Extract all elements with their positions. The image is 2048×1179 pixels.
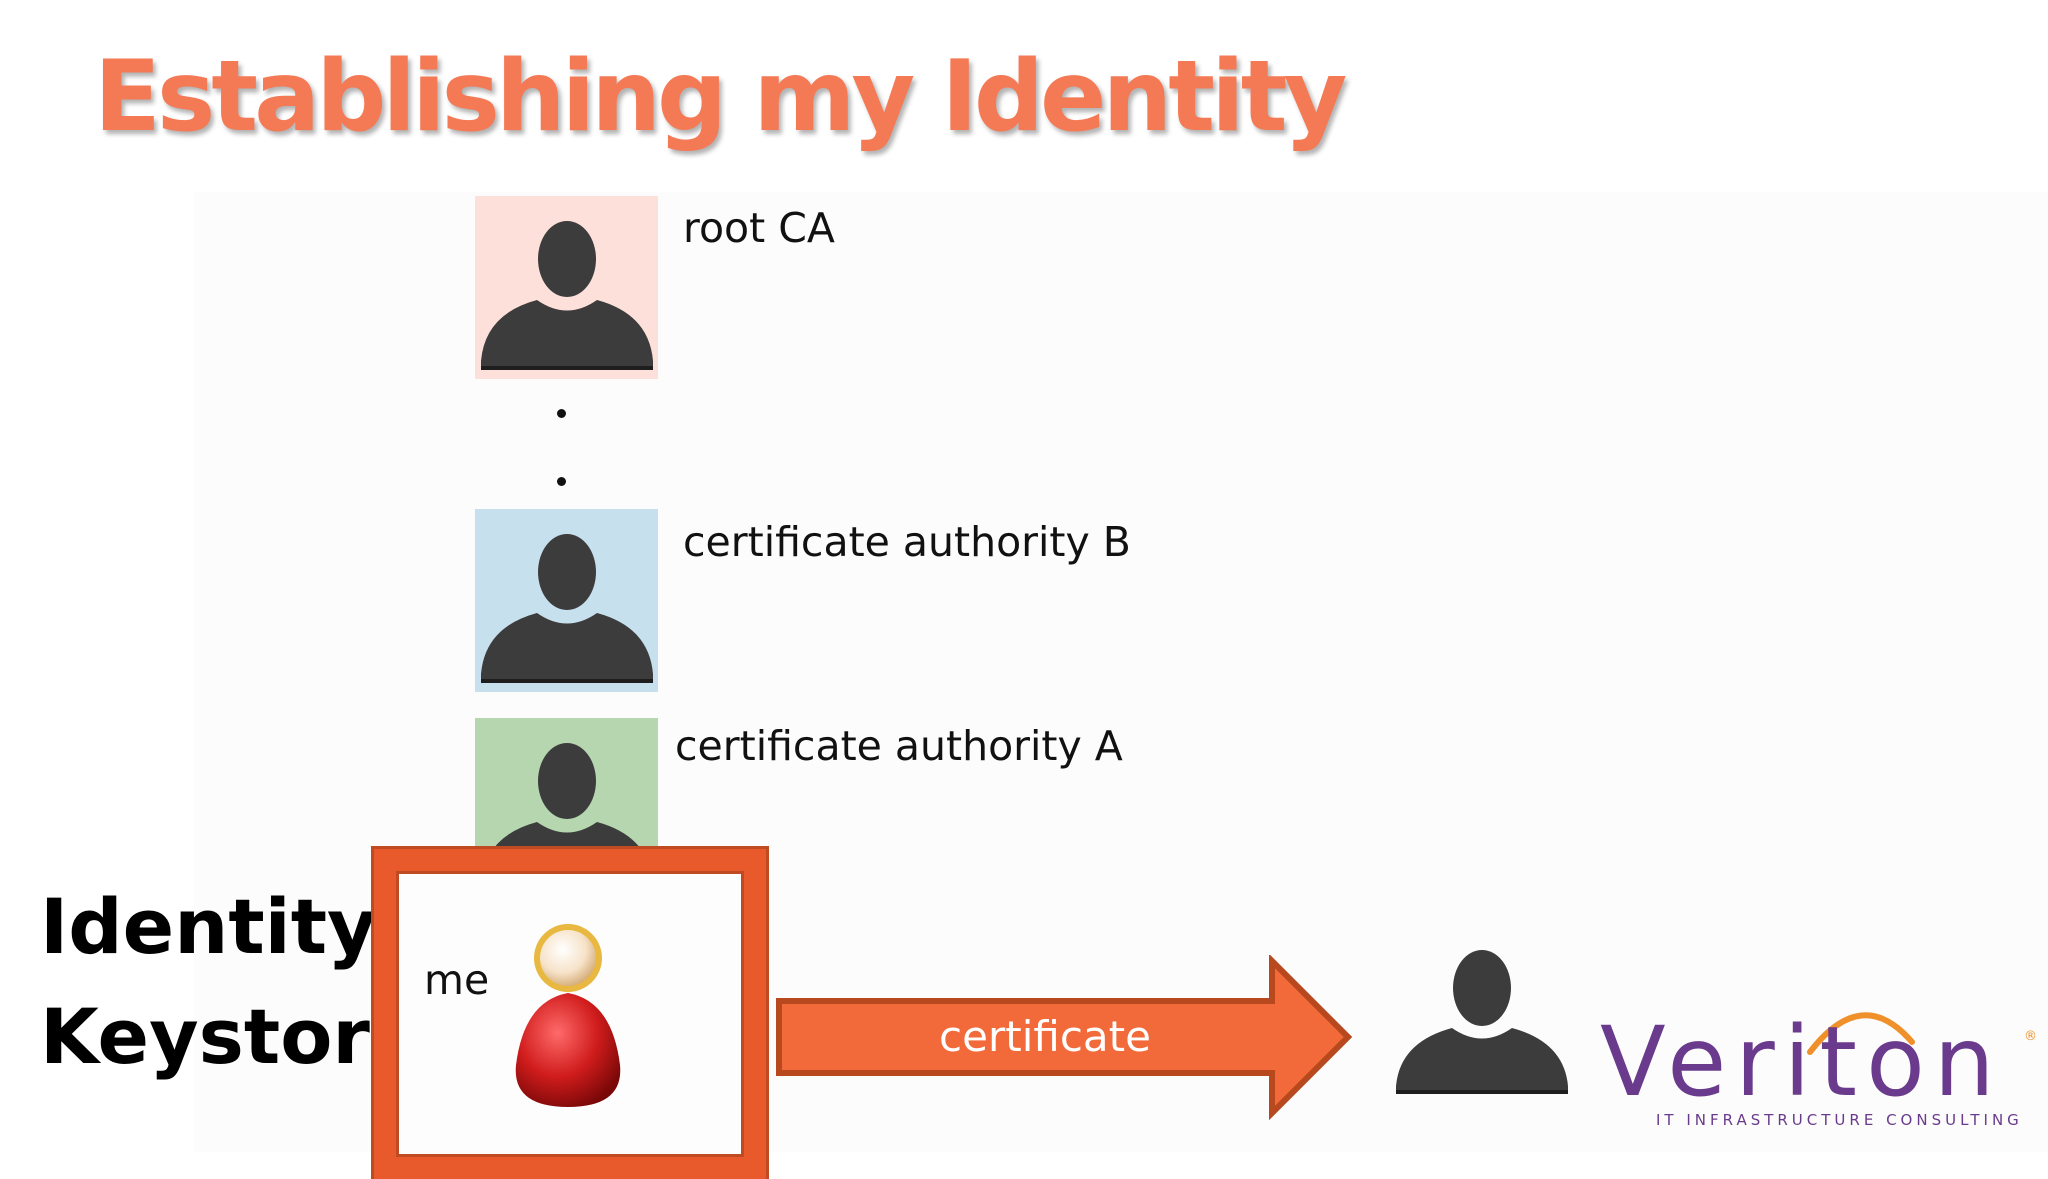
certificate-label: certificate <box>939 1012 1151 1061</box>
ca-b-label: certificate authority B <box>683 518 1131 566</box>
ellipsis-dot-2 <box>557 477 566 486</box>
veriton-logo: Veriton ® IT INFRASTRUCTURE CONSULTING <box>1600 1006 2037 1129</box>
identity-keystore-label: Identity Keystore <box>40 872 421 1092</box>
recipient-person-icon <box>1396 950 1568 1094</box>
certificate-arrow <box>776 955 1353 1120</box>
svg-text:Veriton: Veriton <box>1600 1006 2004 1118</box>
svg-text:IT INFRASTRUCTURE CONSULTING: IT INFRASTRUCTURE CONSULTING <box>1656 1111 2023 1129</box>
slide: Establishing my Identity root CA certifi… <box>40 40 2037 1179</box>
root-ca-label: root CA <box>683 204 835 252</box>
ellipsis-dot-1 <box>557 409 566 418</box>
me-label: me <box>424 956 490 1004</box>
svg-text:®: ® <box>2024 1029 2037 1044</box>
keystore-label-line-2: Keystore <box>40 992 422 1081</box>
ca-a-label: certificate authority A <box>675 722 1123 770</box>
root-ca-tile <box>475 196 658 379</box>
person-icon <box>475 509 658 692</box>
keystore-label-line-1: Identity <box>40 882 377 971</box>
slide-title: Establishing my Identity <box>94 40 1347 154</box>
me-person-icon <box>515 924 621 1107</box>
ca-b-tile <box>475 509 658 692</box>
person-icon <box>475 196 658 379</box>
